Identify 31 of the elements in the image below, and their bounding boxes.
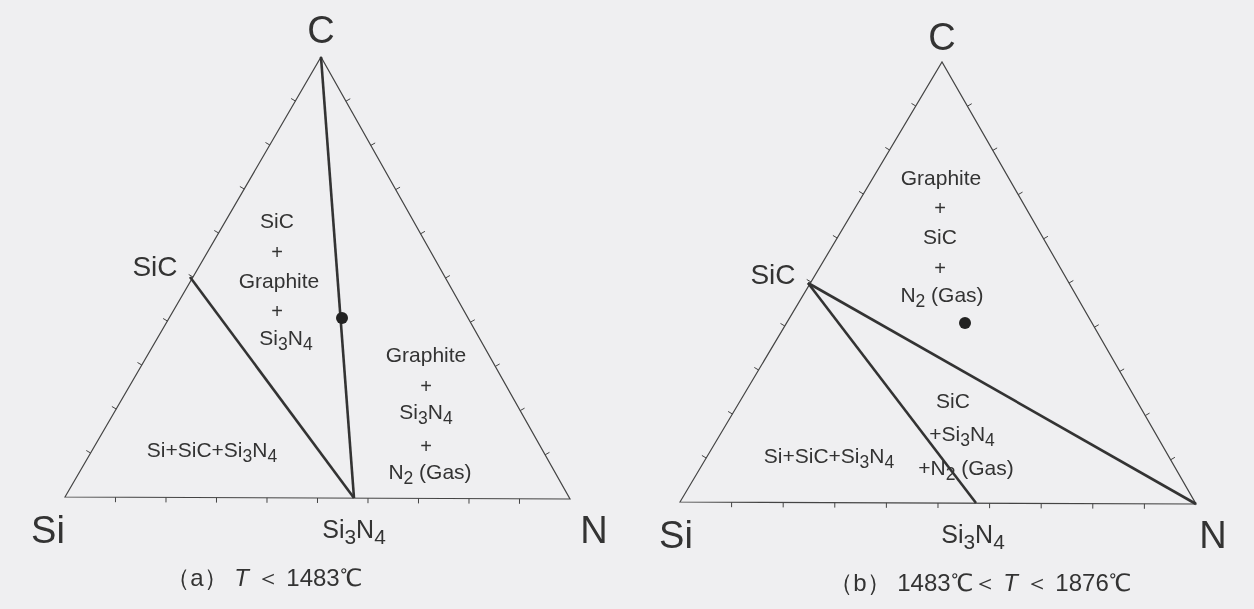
phase-label: SiC: [260, 209, 294, 231]
vertex-label: Si: [31, 511, 65, 549]
caption: （a） T ＜ 1483℃: [166, 566, 362, 590]
vertex-label: SiC: [750, 261, 796, 289]
vertex-label: SiC: [132, 253, 178, 281]
phase-label: +Si$_{3}$N$_{4}$: [929, 422, 995, 450]
phase-label: Graphite: [900, 166, 982, 188]
phase-label: SiC: [936, 389, 970, 411]
phase-label: Si+SiC+Si$_{3}$N$_{4}$: [763, 444, 895, 472]
vertex-label: Si$_{3}$N$_{4}$: [322, 516, 386, 548]
phase-label: +: [420, 376, 432, 396]
phase-label: +: [420, 436, 432, 456]
vertex-label: N: [1199, 516, 1227, 554]
phase-label: N$_{2}$ (Gas): [900, 283, 984, 311]
vertex-label: C: [307, 11, 335, 49]
phase-label: Graphite: [238, 269, 320, 291]
phase-label: Si$_{3}$N$_{4}$: [399, 400, 453, 428]
vertex-label: C: [928, 18, 956, 56]
phase-label: +: [934, 198, 946, 218]
vertex-label: Si$_{3}$N$_{4}$: [941, 521, 1005, 553]
caption: （b） 1483℃＜ T ＜ 1876℃: [829, 571, 1131, 595]
phase-label: +: [271, 301, 283, 321]
phase-label: Si$_{3}$N$_{4}$: [259, 326, 313, 354]
phase-label: N$_{2}$ (Gas): [388, 460, 472, 488]
phase-label: +: [934, 258, 946, 278]
phase-label: +: [271, 242, 283, 262]
phase-label: SiC: [923, 225, 957, 247]
vertex-label: Si: [659, 516, 693, 554]
phase-label: Si+SiC+Si$_{3}$N$_{4}$: [146, 438, 278, 466]
phase-label: Graphite: [385, 343, 467, 365]
vertex-label: N: [580, 511, 608, 549]
